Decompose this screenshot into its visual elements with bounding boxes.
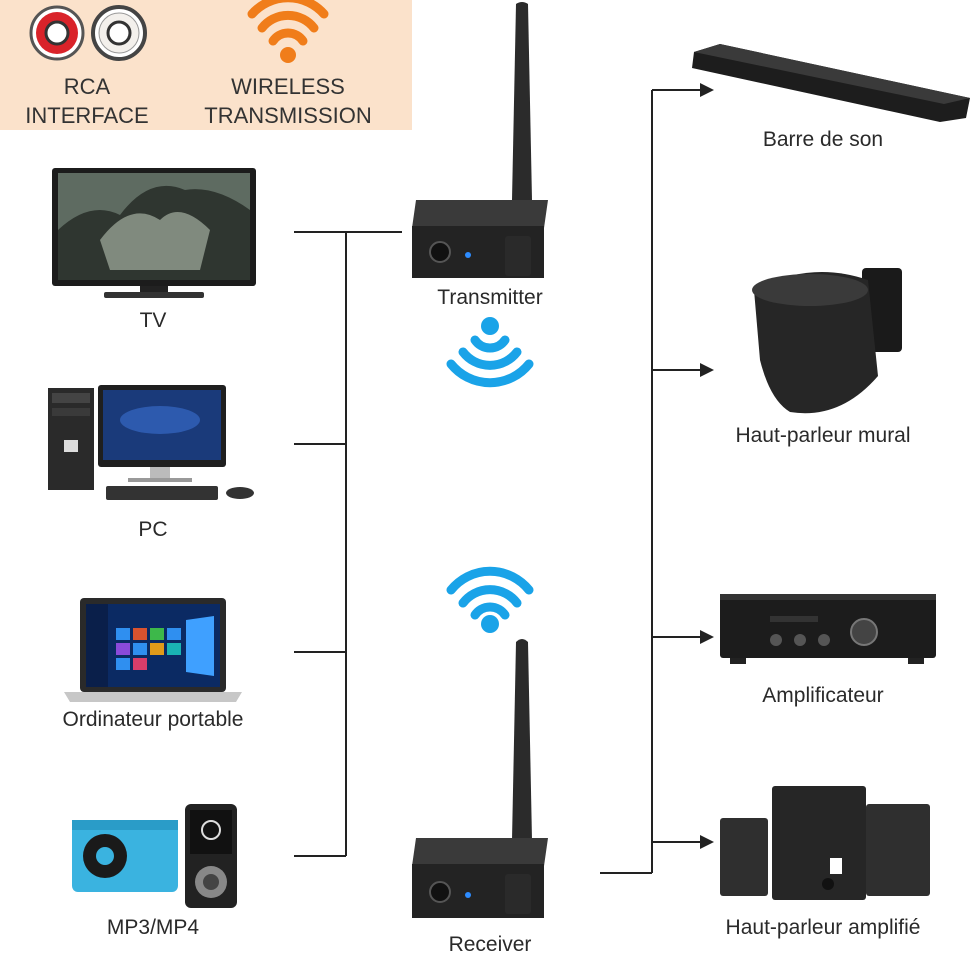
rca-label-line2: INTERFACE (25, 103, 149, 128)
wifi-blue-up-icon (446, 566, 534, 633)
transmitter-label: Transmitter (437, 286, 543, 309)
desktop-pc-icon (48, 385, 254, 500)
receiver-device-icon (412, 639, 548, 918)
source-connector-lines (294, 231, 402, 857)
transmitter-device-icon (412, 2, 548, 278)
output-label-powered-speakers: Haut-parleur amplifié (725, 916, 921, 939)
rca-label-line1: RCA (63, 74, 111, 99)
rca-interface-label: RCA INTERFACE (25, 72, 148, 130)
laptop-icon (64, 598, 242, 702)
output-label-amplifier: Amplificateur (762, 684, 884, 707)
rca-red-jack-icon (29, 5, 85, 61)
tv-icon (52, 168, 256, 298)
wall-speaker-icon (752, 268, 902, 414)
wireless-label-line1: WIRELESS (231, 74, 345, 99)
output-arrowheads (700, 83, 714, 849)
output-label-wall-speaker: Haut-parleur mural (735, 424, 911, 447)
wireless-transmission-label: WIRELESS TRANSMISSION (204, 72, 371, 130)
receiver-label: Receiver (448, 933, 532, 956)
wifi-orange-icon (247, 0, 329, 63)
source-label-mp3: MP3/MP4 (106, 916, 200, 939)
source-label-laptop: Ordinateur portable (62, 708, 244, 731)
soundbar-icon (692, 44, 970, 122)
powered-speakers-icon (720, 786, 930, 900)
wifi-blue-down-icon (446, 317, 534, 388)
amplifier-icon (720, 594, 936, 664)
mp3-player-icon (72, 804, 237, 908)
output-connector-lines (600, 89, 702, 874)
source-label-pc: PC (138, 518, 168, 541)
rca-white-jack-icon (91, 5, 147, 61)
output-label-soundbar: Barre de son (762, 128, 884, 151)
wireless-label-line2: TRANSMISSION (204, 103, 372, 128)
source-label-tv: TV (139, 309, 167, 332)
